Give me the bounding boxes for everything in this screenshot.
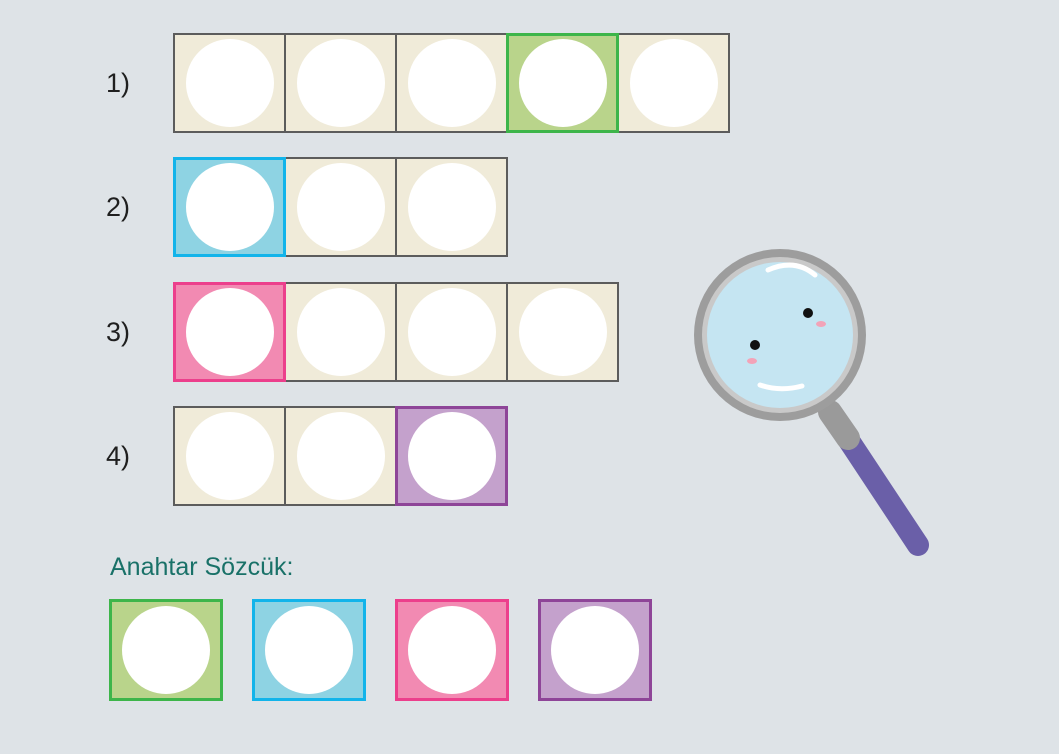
- row-label: 1): [106, 33, 156, 133]
- answer-circle[interactable]: [408, 606, 496, 694]
- answer-circle[interactable]: [408, 163, 496, 251]
- magnifying-glass-icon: [690, 240, 940, 575]
- puzzle-cell-green[interactable]: [506, 33, 619, 133]
- answer-circle[interactable]: [551, 606, 639, 694]
- puzzle-cell[interactable]: [395, 157, 508, 257]
- puzzle-cell[interactable]: [506, 282, 619, 382]
- answer-circle[interactable]: [122, 606, 210, 694]
- row-cells: [173, 157, 508, 257]
- key-row: [109, 599, 652, 701]
- puzzle-cell[interactable]: [284, 33, 397, 133]
- magnifier-lens: [707, 262, 853, 408]
- key-box-purple[interactable]: [538, 599, 652, 701]
- answer-circle[interactable]: [297, 288, 385, 376]
- answer-circle[interactable]: [408, 288, 496, 376]
- row-label: 3): [106, 282, 156, 382]
- key-box-green[interactable]: [109, 599, 223, 701]
- answer-circle[interactable]: [186, 39, 274, 127]
- puzzle-cell[interactable]: [173, 33, 286, 133]
- answer-circle[interactable]: [519, 288, 607, 376]
- answer-circle[interactable]: [186, 412, 274, 500]
- answer-circle[interactable]: [519, 39, 607, 127]
- answer-circle[interactable]: [186, 288, 274, 376]
- answer-circle[interactable]: [408, 412, 496, 500]
- puzzle-cell[interactable]: [395, 33, 508, 133]
- answer-circle[interactable]: [408, 39, 496, 127]
- row-cells: [173, 406, 508, 506]
- puzzle-cell[interactable]: [284, 282, 397, 382]
- answer-circle[interactable]: [265, 606, 353, 694]
- left-eye: [750, 340, 760, 350]
- answer-circle[interactable]: [630, 39, 718, 127]
- puzzle-cell[interactable]: [284, 157, 397, 257]
- row-cells: [173, 33, 730, 133]
- right-eye: [803, 308, 813, 318]
- key-title: Anahtar Sözcük:: [110, 553, 293, 582]
- puzzle-cell-purple[interactable]: [395, 406, 508, 506]
- row-label: 4): [106, 406, 156, 506]
- puzzle-cell-pink[interactable]: [173, 282, 286, 382]
- puzzle-cell[interactable]: [173, 406, 286, 506]
- row-cells: [173, 282, 619, 382]
- puzzle-cell-blue[interactable]: [173, 157, 286, 257]
- answer-circle[interactable]: [186, 163, 274, 251]
- answer-circle[interactable]: [297, 412, 385, 500]
- magnifier-handle: [830, 412, 918, 545]
- puzzle-cell[interactable]: [617, 33, 730, 133]
- answer-circle[interactable]: [297, 163, 385, 251]
- key-box-blue[interactable]: [252, 599, 366, 701]
- key-box-pink[interactable]: [395, 599, 509, 701]
- puzzle-cell[interactable]: [395, 282, 508, 382]
- answer-circle[interactable]: [297, 39, 385, 127]
- puzzle-cell[interactable]: [284, 406, 397, 506]
- row-label: 2): [106, 157, 156, 257]
